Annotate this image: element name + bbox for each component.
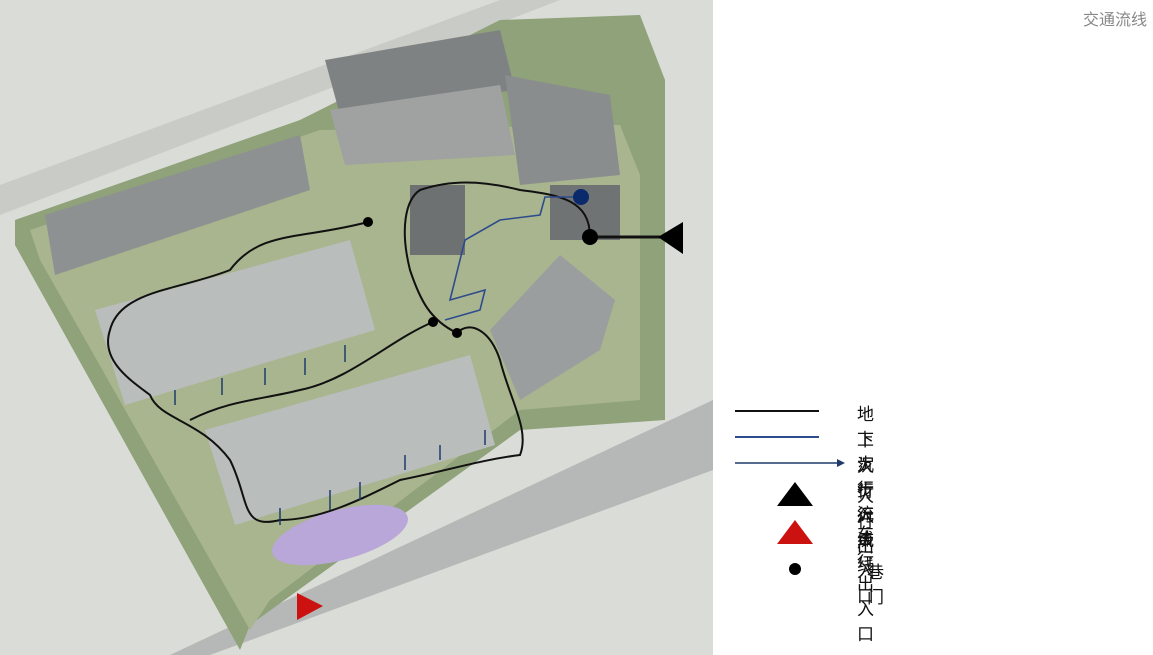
legend-label: 人行入户 <box>857 457 874 552</box>
lane-gate-marker <box>452 328 462 338</box>
lane-gate-marker <box>582 229 598 245</box>
ground-walk-route <box>107 181 591 523</box>
sunken-entrance-marker <box>573 189 589 205</box>
ground-walk-route-inner <box>189 321 434 421</box>
vehicle-entrance-marker <box>297 593 323 620</box>
legend-panel: 交通流线 地上步行流线 下沉步行流线 人行入户 人行出入口 <box>713 0 1153 655</box>
legend-label: 下沉步行流线 <box>857 431 874 576</box>
page-title: 交通流线 <box>1082 10 1147 29</box>
legend-label: 地上步行流线 <box>857 405 874 550</box>
site-plan-svg <box>0 0 713 655</box>
legend-swatch-dot <box>789 563 801 575</box>
legend-swatch-red-triangle <box>777 520 813 544</box>
legend-swatch-black-triangle <box>777 482 813 506</box>
legend-label: 巷门 <box>867 563 884 608</box>
road-south <box>170 400 713 655</box>
villa-row-2 <box>205 355 495 525</box>
play-area <box>272 504 408 566</box>
legend-swatch-sunken-walk <box>735 436 819 438</box>
sunken-plaza <box>410 185 465 255</box>
lane-gate-marker <box>363 217 373 227</box>
pedestrian-entrance-marker <box>658 222 683 254</box>
legend-label: 车行出入口 <box>857 525 874 645</box>
building-north-2 <box>330 85 515 165</box>
legend-swatch-arrow <box>735 459 845 467</box>
entry-arrows <box>174 345 486 525</box>
villa-row-1 <box>95 240 375 405</box>
site-plan-map <box>0 0 713 655</box>
sunken-walk-route <box>444 196 581 321</box>
building-north-west <box>45 135 310 275</box>
lane-gate-marker <box>428 317 438 327</box>
building-tower-ne <box>505 75 620 185</box>
legend-label: 人行出入口 <box>857 487 874 607</box>
legend-swatch-ground-walk <box>735 410 819 412</box>
building-east <box>490 255 615 400</box>
